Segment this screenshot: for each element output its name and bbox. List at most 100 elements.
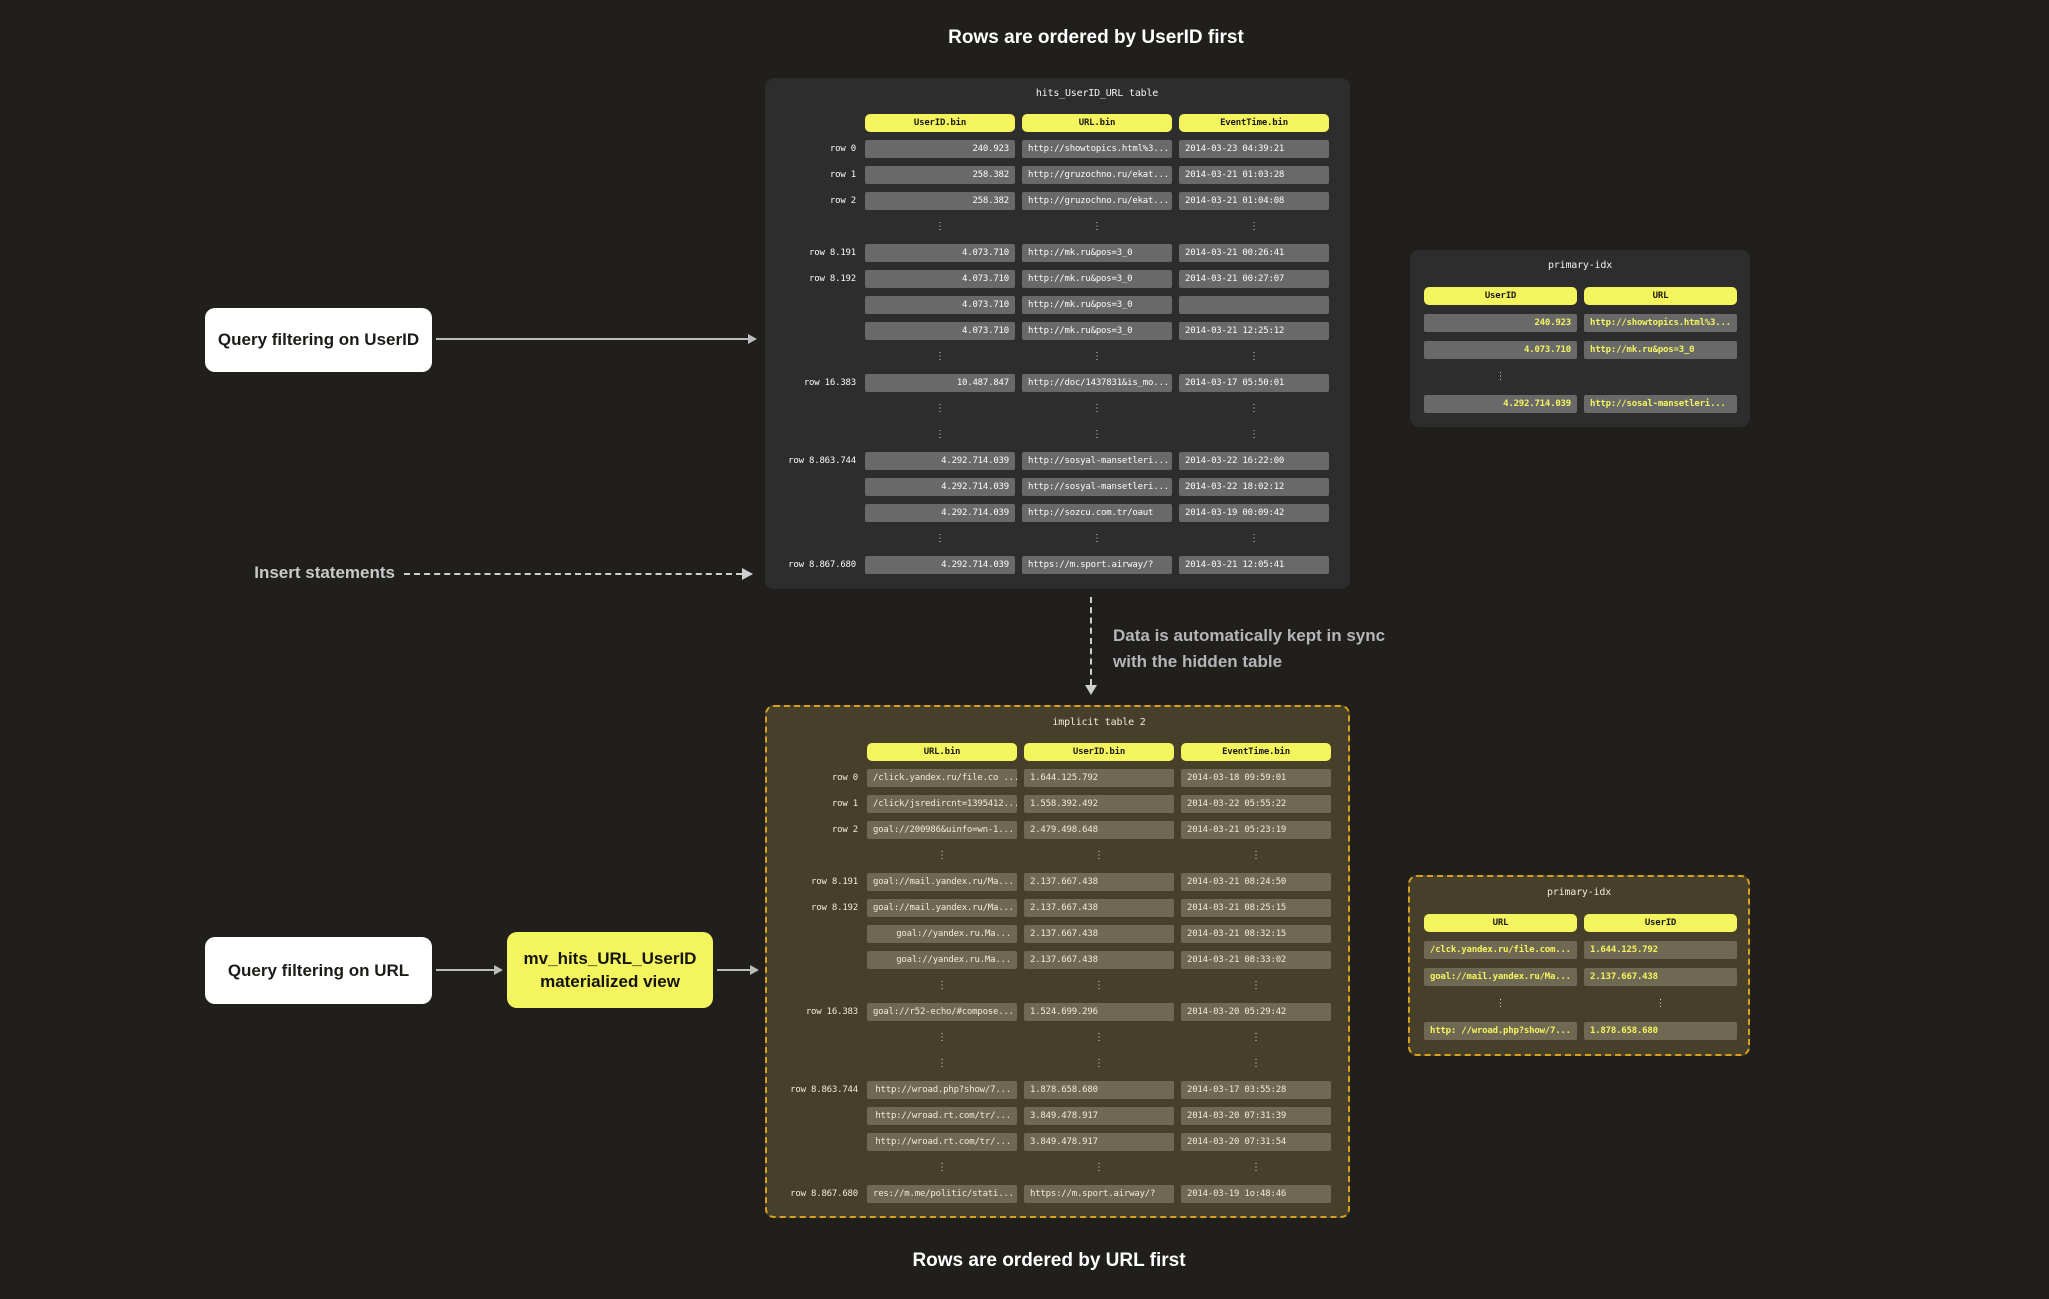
table-cell: 4.292.714.039	[1424, 395, 1577, 413]
table-cell: 1.878.658.680	[1024, 1081, 1174, 1099]
column-header: EventTime.bin	[1181, 743, 1331, 761]
query-filtering-userid-box: Query filtering on UserID	[205, 308, 432, 372]
table-cell: 3.849.478.917	[1024, 1133, 1174, 1151]
ellipsis: ⋮	[937, 1032, 947, 1043]
table-cell: http://mk.ru&pos=3_0	[1022, 244, 1172, 262]
row-label: row 0	[829, 144, 856, 154]
table-cell: 4.292.714.039	[865, 452, 1015, 470]
table-cell: /click/jsredircnt=1395412...	[867, 795, 1017, 813]
table-cell: http://mk.ru&pos=3_0	[1022, 322, 1172, 340]
table-cell: 10.487.847	[865, 374, 1015, 392]
row-label: row 2	[831, 825, 858, 835]
table-cell: http: //wroad.php?show/7...	[1424, 1022, 1577, 1040]
row-label	[765, 400, 858, 418]
table-cell: 2014-03-21 12:05:41	[1179, 556, 1329, 574]
table-cell: http://showtopics.html%3...	[1022, 140, 1172, 158]
table-cell: http://showtopics.html%3...	[1584, 314, 1737, 332]
table-cell: 4.073.710	[865, 322, 1015, 340]
ellipsis: ⋮	[935, 533, 945, 544]
column-header: EventTime.bin	[1179, 114, 1329, 132]
bottom-title: Rows are ordered by URL first	[912, 1250, 1186, 1271]
table-cell: goal://mail.yandex.ru/Ma...	[867, 899, 1017, 917]
ellipsis	[1584, 368, 1737, 386]
ellipsis: ⋮	[937, 850, 947, 861]
table-cell: /clck.yandex.ru/file.com...	[1424, 941, 1577, 959]
ellipsis: ⋮	[1249, 429, 1259, 440]
table-cell: http://sosyal-mansetleri...	[1022, 452, 1172, 470]
row-label: row 8.863.744	[788, 456, 856, 466]
sync-note-line1: Data is automatically kept in sync	[1113, 626, 1386, 645]
table-cell: 240.923	[865, 140, 1015, 158]
table-cell: 2014-03-21 01:04:08	[1179, 192, 1329, 210]
row-label	[767, 1107, 860, 1125]
table-cell: 1.558.392.492	[1024, 795, 1174, 813]
table-cell: http://sosyal-mansetleri...	[1022, 478, 1172, 496]
row-label	[765, 322, 858, 340]
table-cell: 4.292.714.039	[865, 478, 1015, 496]
table-title: primary-idx	[1546, 887, 1612, 898]
table-cell: http://doc/1437831&is_mo...	[1022, 374, 1172, 392]
table-cell: 2014-03-21 05:23:19	[1181, 821, 1331, 839]
table-cell: 2014-03-22 16:22:00	[1179, 452, 1329, 470]
primary-idx-url: primary-idx URL UserID/clck.yandex.ru/fil…	[1408, 875, 1750, 1056]
table-cell: http://wroad.rt.com/tr/...	[867, 1107, 1017, 1125]
ellipsis: ⋮	[1495, 998, 1506, 1009]
ellipsis: ⋮	[937, 1058, 947, 1069]
ellipsis: ⋮	[935, 351, 945, 362]
ellipsis: ⋮	[935, 429, 945, 440]
table-title: implicit table 2	[1052, 717, 1146, 728]
table-cell: 2014-03-20 05:29:42	[1181, 1003, 1331, 1021]
table-cell: 2014-03-19 1o:48:46	[1181, 1185, 1331, 1203]
ellipsis: ⋮	[1094, 1162, 1104, 1173]
ellipsis: ⋮	[1249, 533, 1259, 544]
table-cell: goal://mail.yandex.ru/Ma...	[867, 873, 1017, 891]
table-cell: 2014-03-18 09:59:01	[1181, 769, 1331, 787]
table-title: primary-idx	[1547, 260, 1613, 271]
column-header: UserID	[1424, 287, 1577, 305]
row-label	[765, 114, 858, 132]
ellipsis: ⋮	[1094, 1058, 1104, 1069]
table-cell: 2014-03-17 03:55:28	[1181, 1081, 1331, 1099]
table-cell: 2014-03-22 05:55:22	[1181, 795, 1331, 813]
table-cell: 1.524.699.296	[1024, 1003, 1174, 1021]
ellipsis: ⋮	[1495, 371, 1506, 382]
ellipsis: ⋮	[935, 403, 945, 414]
materialized-view-subtitle: materialized view	[540, 972, 680, 991]
table-cell: http://sosal-mansetleri...	[1584, 395, 1737, 413]
ellipsis: ⋮	[937, 1162, 947, 1173]
row-label	[767, 743, 860, 761]
table-cell: 2014-03-22 18:02:12	[1179, 478, 1329, 496]
ellipsis: ⋮	[1092, 221, 1102, 232]
table-cell: 2014-03-17 05:50:01	[1179, 374, 1329, 392]
table-cell: 3.849.478.917	[1024, 1107, 1174, 1125]
ellipsis: ⋮	[1249, 221, 1259, 232]
table-cell: 4.292.714.039	[865, 556, 1015, 574]
table-cell: 2014-03-21 08:24:50	[1181, 873, 1331, 891]
row-label	[767, 951, 860, 969]
row-label	[765, 348, 858, 366]
table-cell: 2014-03-21 08:25:15	[1181, 899, 1331, 917]
sync-note: Data is automatically kept in sync with …	[1113, 623, 1385, 675]
table-cell: 2.479.498.648	[1024, 821, 1174, 839]
column-header: URL	[1424, 914, 1577, 932]
ellipsis: ⋮	[1094, 850, 1104, 861]
query-url-arrow	[436, 965, 503, 975]
table-cell: 2014-03-21 08:32:15	[1181, 925, 1331, 943]
table-cell: res://m.me/politic/stati...	[867, 1185, 1017, 1203]
row-label	[765, 426, 858, 444]
ellipsis: ⋮	[935, 221, 945, 232]
table-cell: 2014-03-21 12:25:12	[1179, 322, 1329, 340]
column-header: UserID	[1584, 914, 1737, 932]
column-header: URL.bin	[1022, 114, 1172, 132]
table-cell: 2014-03-21 00:27:07	[1179, 270, 1329, 288]
table-cell: 2014-03-19 00:09:42	[1179, 504, 1329, 522]
row-label: row 8.191	[809, 248, 856, 258]
ellipsis: ⋮	[1094, 980, 1104, 991]
table-cell: goal://200986&uinfo=wn-1...	[867, 821, 1017, 839]
materialized-view-arrow	[717, 965, 759, 975]
table-cell: 2.137.667.438	[1024, 951, 1174, 969]
